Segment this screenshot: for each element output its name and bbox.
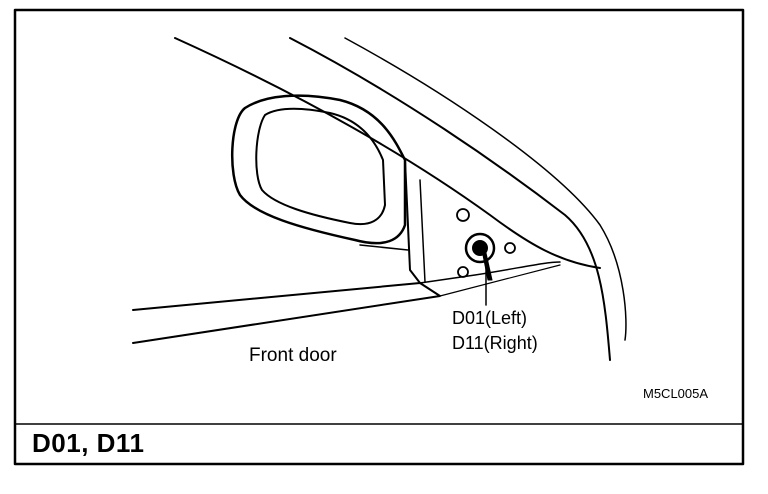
mirror-stay-front [404,159,421,284]
door-belt-line [419,261,561,284]
mirror-housing-outer [231,94,407,245]
connector-right-label: D11(Right) [452,333,538,353]
fastener-top [456,208,470,222]
figure-code: M5CL005A [643,386,709,401]
diagram-caption: D01, D11 [32,428,145,458]
connector-hole [472,240,488,256]
front-door-label: Front door [249,345,337,366]
mirror-glass [255,107,386,225]
pillar-trim [344,37,627,341]
a-pillar-inner [174,37,601,269]
mirror-base-edge [359,244,409,251]
door-panel-edge [439,264,561,297]
a-pillar-outer [289,37,611,361]
fastener-right [504,242,516,254]
connector-grommet [464,232,496,264]
connector-left-label: D01(Left) [452,308,528,328]
fastener-bottom [457,266,469,278]
outer-border [13,8,745,466]
mirror-stay-back [419,179,426,283]
door-window-sill [132,282,441,344]
